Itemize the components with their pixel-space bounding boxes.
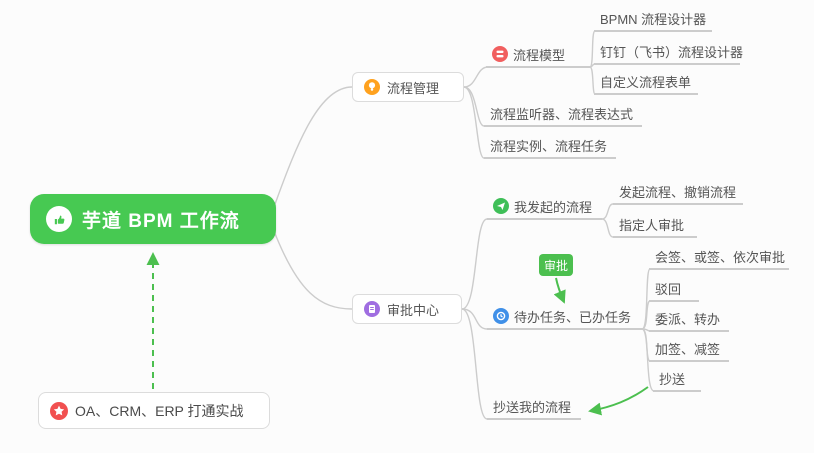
node-custom-form[interactable]: 自定义流程表单 <box>594 71 698 95</box>
node-my-initiated[interactable]: 我发起的流程 <box>487 196 602 220</box>
arrow-cc-to-cc-my <box>588 386 649 416</box>
node-listener-expression[interactable]: 流程监听器、流程表达式 <box>484 103 642 127</box>
node-delegate-transfer[interactable]: 委派、转办 <box>649 308 729 332</box>
root-node-label: 芋道 BPM 工作流 <box>82 210 240 232</box>
node-process-model[interactable]: 流程模型 <box>486 44 590 68</box>
node-label: 我发起的流程 <box>514 199 593 215</box>
arrow-approval-to-todo <box>553 277 566 304</box>
lightbulb-icon <box>364 79 380 95</box>
star-icon <box>50 401 68 420</box>
thumbs-up-icon <box>46 206 72 232</box>
node-assigned-approver[interactable]: 指定人审批 <box>613 214 697 238</box>
clock-icon <box>493 308 509 324</box>
node-cc-my-process[interactable]: 抄送我的流程 <box>487 396 581 420</box>
approval-badge[interactable]: 审批 <box>539 254 573 276</box>
node-dingtalk-designer[interactable]: 钉钉（飞书）流程设计器 <box>594 41 743 65</box>
node-todo-done[interactable]: 待办任务、已办任务 <box>487 306 642 330</box>
node-initiate-cancel[interactable]: 发起流程、撤销流程 <box>613 181 743 205</box>
node-process-management[interactable]: 流程管理 <box>352 72 464 102</box>
connector-curves <box>273 30 655 420</box>
node-approval-center[interactable]: 审批中心 <box>352 294 462 324</box>
node-label: 待办任务、已办任务 <box>514 309 632 325</box>
send-icon <box>493 198 509 214</box>
node-integration[interactable]: OA、CRM、ERP 打通实战 <box>38 392 270 429</box>
node-cc[interactable]: 抄送 <box>653 368 701 392</box>
node-reject[interactable]: 驳回 <box>649 278 699 302</box>
node-add-reduce-sign[interactable]: 加签、减签 <box>649 338 729 362</box>
document-icon <box>364 301 380 317</box>
model-icon <box>492 46 508 62</box>
node-label: 流程模型 <box>513 47 566 63</box>
node-label: 审批中心 <box>387 302 440 318</box>
node-bpmn-designer[interactable]: BPMN 流程设计器 <box>594 8 712 32</box>
node-countersign[interactable]: 会签、或签、依次审批 <box>649 246 789 270</box>
node-label: 流程管理 <box>387 80 440 96</box>
root-node[interactable]: 芋道 BPM 工作流 <box>30 194 276 244</box>
node-instance-task[interactable]: 流程实例、流程任务 <box>484 135 616 159</box>
node-label: OA、CRM、ERP 打通实战 <box>75 402 244 419</box>
